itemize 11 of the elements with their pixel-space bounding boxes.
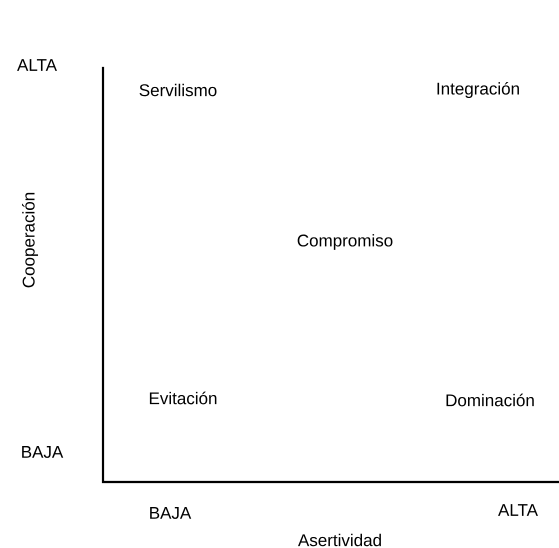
quadrant-label: Compromiso (298, 234, 392, 250)
axis-title: Cooperación (22, 192, 38, 288)
quadrant-label: Dominación (446, 394, 534, 406)
axis-value-label: BAJA (22, 446, 64, 458)
quadrant-label: Integración (438, 82, 519, 98)
axis-value-label: ALTA (498, 504, 538, 516)
axis-value-label: BAJA (150, 507, 192, 519)
axis-value-label: ALTA (17, 59, 57, 71)
axis-title: Asertividad (298, 534, 381, 546)
quadrant-label: Servilismo (140, 84, 216, 96)
quadrant-label: Evitación (150, 392, 216, 404)
